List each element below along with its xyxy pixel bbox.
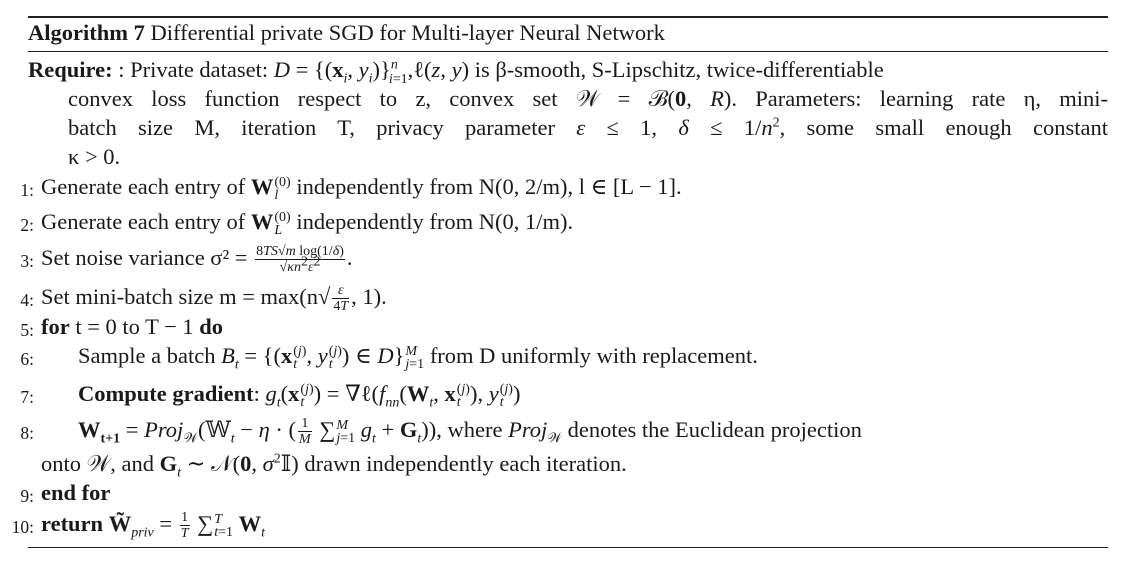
step-number: 6: — [20, 349, 34, 369]
step-number: 1: — [20, 180, 34, 200]
step-text: Sample a batch — [78, 343, 216, 368]
step-text: : — [253, 381, 260, 406]
step-1: 1: Generate each entry of W(0)l independ… — [0, 173, 1080, 203]
step-number: 2: — [20, 215, 34, 235]
step-number: 8: — [20, 423, 34, 443]
step-tail: denotes the Euclidean projection — [567, 417, 862, 442]
require-text-5: batch size M, iteration T, privacy param… — [68, 115, 555, 140]
privacy-formula: ε ≤ 1, δ ≤ 1/n2, — [576, 115, 786, 140]
do-keyword: do — [199, 314, 224, 339]
require-line-3: batch size M, iteration T, privacy param… — [68, 114, 1108, 142]
dataset-formula: D = {(xi, yi)}ni=1,ℓ(z, y) — [273, 57, 470, 87]
require-text-1: : Private dataset: — [118, 57, 269, 82]
step-number: 9: — [20, 486, 34, 506]
algorithm-name: Differential private SGD for Multi-layer… — [150, 20, 665, 45]
step-number: 4: — [20, 290, 34, 310]
bottom-rule — [28, 547, 1108, 548]
end-for-keyword: end for — [41, 480, 111, 505]
step-number: 3: — [20, 251, 34, 271]
step-5: 5: for t = 0 to T − 1 do — [0, 313, 1080, 343]
return-keyword: return — [41, 511, 104, 536]
constraint-set-formula: 𝒲 = ℬ(0, R). — [575, 86, 737, 111]
top-rule — [28, 16, 1108, 18]
step-text: Set noise variance σ² = — [41, 245, 248, 270]
proj-symbol: Proj𝒲 — [508, 417, 562, 447]
step-9: 9: end for — [0, 479, 1080, 509]
step-3: 3: Set noise variance σ² = 8TS√m log(1/δ… — [0, 244, 1080, 276]
step-text: Generate each entry of — [41, 174, 246, 199]
step-text: onto 𝒲, and — [41, 451, 154, 476]
require-text-6: some small enough constant — [806, 115, 1108, 140]
step-text: Generate each entry of — [41, 209, 246, 234]
step-tail: independently from N(0, 2/m), l ∈ [L − 1… — [296, 174, 682, 199]
gradient-formula: gt(x(j)t) = ∇ℓ(fnn(Wt, x(j)t), y(j)t) — [265, 381, 521, 411]
require-line-2: convex loss function respect to z, conve… — [68, 85, 1108, 113]
step-number: 5: — [20, 320, 34, 340]
algorithm-label: Algorithm 7 — [28, 20, 145, 45]
step-text: Set mini-batch size m = max(n — [41, 284, 318, 309]
require-label: Require: — [28, 57, 113, 82]
require-text-4: Parameters: learning rate η, mini- — [755, 86, 1109, 111]
step-number: 10: — [11, 517, 34, 537]
noise-dist-formula: Gt ∼ 𝒩(0, σ2𝕀) — [159, 451, 299, 481]
step-7: 7: Compute gradient: gt(x(j)t) = ∇ℓ(fnn(… — [0, 380, 1080, 410]
noise-formula: 8TS√m log(1/δ)√κn2ε2. — [255, 244, 353, 276]
weight-formula: W(0)l — [250, 174, 291, 203]
for-keyword: for — [41, 314, 70, 339]
require-line-4: κ > 0. — [68, 143, 1108, 171]
header-rule — [28, 51, 1108, 52]
require-text-2: is β-smooth, S-Lipschitz, twice-differen… — [474, 57, 884, 82]
step-2: 2: Generate each entry of W(0)L independ… — [0, 208, 1080, 238]
step-tail: independently from N(0, 1/m). — [296, 209, 574, 234]
step-tail: drawn independently each iteration. — [304, 451, 627, 476]
compute-keyword: Compute gradient — [78, 381, 254, 406]
step-text: t = 0 to T − 1 — [75, 314, 194, 339]
step-tail: from D uniformly with replacement. — [429, 343, 758, 368]
step-text: , where — [436, 417, 503, 442]
require-text-3: convex loss function respect to z, conve… — [68, 86, 558, 111]
weight-formula: W(0)L — [250, 209, 291, 238]
require-text-7: κ > 0. — [68, 144, 121, 169]
algorithm-title: Algorithm 7 Differential private SGD for… — [28, 20, 665, 46]
require-line-1: Require: : Private dataset: D = {(xi, yi… — [28, 56, 1108, 87]
step-8-continuation: onto 𝒲, and Gt ∼ 𝒩(0, σ2𝕀) drawn indepen… — [0, 450, 1080, 480]
step-number: 7: — [20, 387, 34, 407]
step-6: 6: Sample a batch Bt = {(x(j)t, y(j)t) ∈… — [0, 342, 1080, 372]
